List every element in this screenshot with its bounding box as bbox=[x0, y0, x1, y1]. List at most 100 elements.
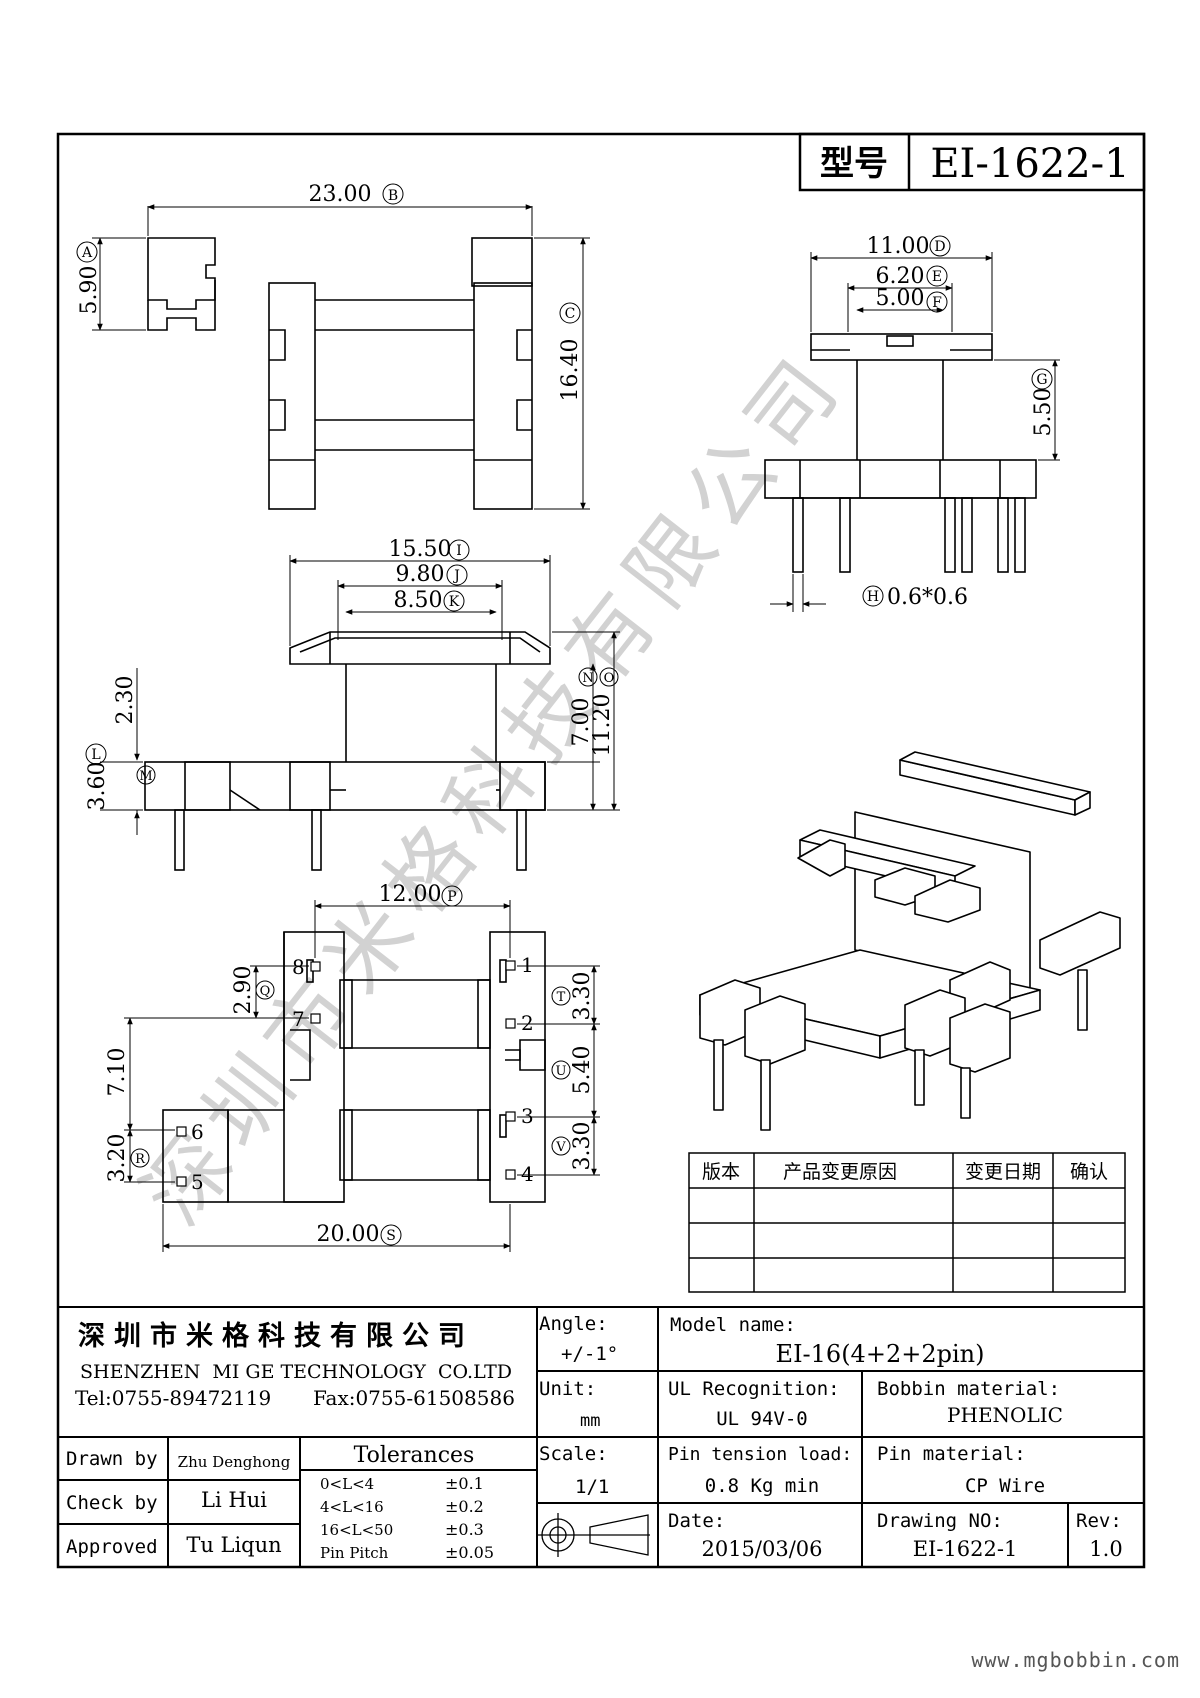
type-label: 型号 bbox=[820, 144, 888, 184]
top-view-dimensions: 23.00 B 16.40 C 5.90 A bbox=[76, 182, 590, 510]
bottom-view-dimensions: 12.00 P 2.90 Q 7.10 3.20 R 20.00 S 3.30 bbox=[105, 882, 600, 1252]
pin-3-label: 3 bbox=[521, 1104, 534, 1128]
dim-23-00: 23.00 bbox=[309, 182, 372, 207]
revision-header-reason: 产品变更原因 bbox=[783, 1161, 897, 1183]
title-block-grid bbox=[58, 1306, 1144, 1567]
pin-5-pad bbox=[176, 1176, 187, 1187]
tolerance-value-4: ±0.05 bbox=[445, 1543, 494, 1562]
dim-11-00: 11.00 bbox=[867, 234, 930, 259]
angle-value: +/-1° bbox=[561, 1343, 618, 1365]
dim-ref-l: L bbox=[91, 747, 100, 763]
header-box: 型号 EI-1622-1 bbox=[798, 132, 1146, 192]
dim-5-50: 5.50 bbox=[1031, 388, 1056, 437]
tolerance-range-3: 16<L<50 bbox=[320, 1521, 393, 1539]
dim-ref-c: C bbox=[565, 306, 576, 322]
dim-15-50: 15.50 bbox=[389, 537, 452, 562]
pin-2-label: 2 bbox=[521, 1011, 534, 1035]
dim-5-40: 5.40 bbox=[570, 1046, 595, 1095]
pin-8-label: 8 bbox=[292, 955, 305, 979]
pin-7-pad bbox=[310, 1013, 321, 1024]
revision-table bbox=[688, 1152, 1126, 1293]
unit-label: Unit: bbox=[539, 1378, 596, 1400]
dim-20-00: 20.00 bbox=[317, 1222, 380, 1247]
dim-3-30-a: 3.30 bbox=[570, 972, 595, 1021]
scale-label: Scale: bbox=[539, 1443, 608, 1465]
bottom-view-pins: 1 2 3 4 5 6 7 8 bbox=[176, 953, 534, 1194]
dim-8-50: 8.50 bbox=[394, 588, 443, 613]
pin-4-label: 4 bbox=[521, 1162, 534, 1186]
dim-ref-e: E bbox=[932, 269, 942, 285]
front-view bbox=[144, 631, 551, 871]
drawing-no-label: Drawing NO: bbox=[877, 1510, 1003, 1532]
check-by-label: Check by bbox=[66, 1492, 158, 1514]
check-by-value: Li Hui bbox=[201, 1488, 267, 1512]
dim-pin-size: 0.6*0.6 bbox=[887, 585, 968, 610]
dim-ref-o: O bbox=[604, 671, 615, 686]
model-name-label: Model name: bbox=[670, 1314, 796, 1336]
pin-4-pad bbox=[505, 1169, 516, 1180]
bobbin-value: PHENOLIC bbox=[947, 1403, 1063, 1427]
revision-header-confirm: 确认 bbox=[1070, 1161, 1108, 1183]
side-view bbox=[764, 333, 1037, 573]
dim-2-90: 2.90 bbox=[231, 966, 256, 1015]
dim-ref-i: I bbox=[456, 543, 462, 559]
company-name-cn: 深圳市米格科技有限公司 bbox=[78, 1320, 474, 1352]
dim-ref-f: F bbox=[932, 295, 942, 311]
pin-3-pad bbox=[505, 1111, 516, 1122]
pin-6-label: 6 bbox=[191, 1120, 204, 1144]
bobbin-label: Bobbin material: bbox=[877, 1378, 1060, 1400]
pin-material-label: Pin material: bbox=[877, 1443, 1026, 1465]
dim-ref-v: V bbox=[555, 1140, 566, 1155]
projection-symbol bbox=[537, 1513, 650, 1557]
dim-ref-t: T bbox=[557, 990, 566, 1005]
pin-material-value: CP Wire bbox=[965, 1475, 1045, 1497]
dim-3-20: 3.20 bbox=[105, 1134, 130, 1183]
rev-value: 1.0 bbox=[1089, 1537, 1122, 1561]
scale-value: 1/1 bbox=[575, 1476, 609, 1498]
model-code: EI-1622-1 bbox=[930, 141, 1129, 187]
dim-ref-n: N bbox=[582, 671, 593, 686]
company-fax: Fax:0755-61508586 bbox=[313, 1386, 515, 1410]
watermark-text: 深圳市米格科技有限公司 bbox=[124, 332, 865, 1242]
front-view-dimensions: 15.50 I 9.80 J 8.50 K 7.00 N 11.20 O 2.3… bbox=[85, 537, 620, 835]
pin-8-pad bbox=[310, 961, 321, 972]
approved-label: Approved bbox=[66, 1536, 158, 1558]
dim-ref-u: U bbox=[556, 1064, 567, 1079]
dim-ref-m: M bbox=[139, 769, 152, 784]
pin-tension-label: Pin tension load: bbox=[668, 1444, 852, 1465]
dim-ref-h: H bbox=[867, 589, 879, 605]
ul-label: UL Recognition: bbox=[668, 1378, 840, 1400]
pin-6-pad bbox=[176, 1126, 187, 1137]
revision-header-date: 变更日期 bbox=[965, 1161, 1041, 1183]
bottom-view bbox=[162, 931, 546, 1203]
dim-3-30-b: 3.30 bbox=[570, 1122, 595, 1171]
ul-value: UL 94V-0 bbox=[716, 1408, 808, 1430]
dim-ref-b: B bbox=[388, 188, 398, 204]
dim-7-10: 7.10 bbox=[105, 1048, 130, 1097]
date-label: Date: bbox=[668, 1510, 725, 1532]
rev-label: Rev: bbox=[1076, 1510, 1122, 1532]
angle-label: Angle: bbox=[539, 1313, 608, 1335]
dim-ref-s: S bbox=[386, 1228, 396, 1244]
tolerance-value-3: ±0.3 bbox=[445, 1520, 484, 1539]
dim-ref-k: K bbox=[449, 594, 460, 610]
pin-5-label: 5 bbox=[191, 1170, 204, 1194]
drawn-by-label: Drawn by bbox=[66, 1448, 158, 1470]
model-name-value: EI-16(4+2+2pin) bbox=[776, 1340, 985, 1368]
unit-value: mm bbox=[580, 1411, 600, 1431]
dim-16-40: 16.40 bbox=[558, 339, 583, 402]
approved-value: Tu Liqun bbox=[186, 1533, 281, 1557]
dim-ref-a: A bbox=[81, 245, 93, 261]
tolerance-range-4: Pin Pitch bbox=[320, 1544, 389, 1562]
dim-9-80: 9.80 bbox=[396, 562, 445, 587]
tolerance-value-1: ±0.1 bbox=[445, 1474, 484, 1493]
dim-7-00: 7.00 bbox=[569, 698, 594, 747]
dim-5-00: 5.00 bbox=[876, 286, 925, 311]
revision-header-version: 版本 bbox=[702, 1161, 740, 1183]
dim-12-00: 12.00 bbox=[379, 882, 442, 907]
company-name-en: SHENZHEN MI GE TECHNOLOGY CO.LTD bbox=[80, 1361, 512, 1383]
side-view-dimensions: 11.00 D 6.20 E 5.00 F 5.50 G H 0.6*0.6 bbox=[770, 234, 1060, 612]
footer-url: www.mgbobbin.com bbox=[971, 1648, 1180, 1672]
pin-7-label: 7 bbox=[292, 1007, 305, 1031]
